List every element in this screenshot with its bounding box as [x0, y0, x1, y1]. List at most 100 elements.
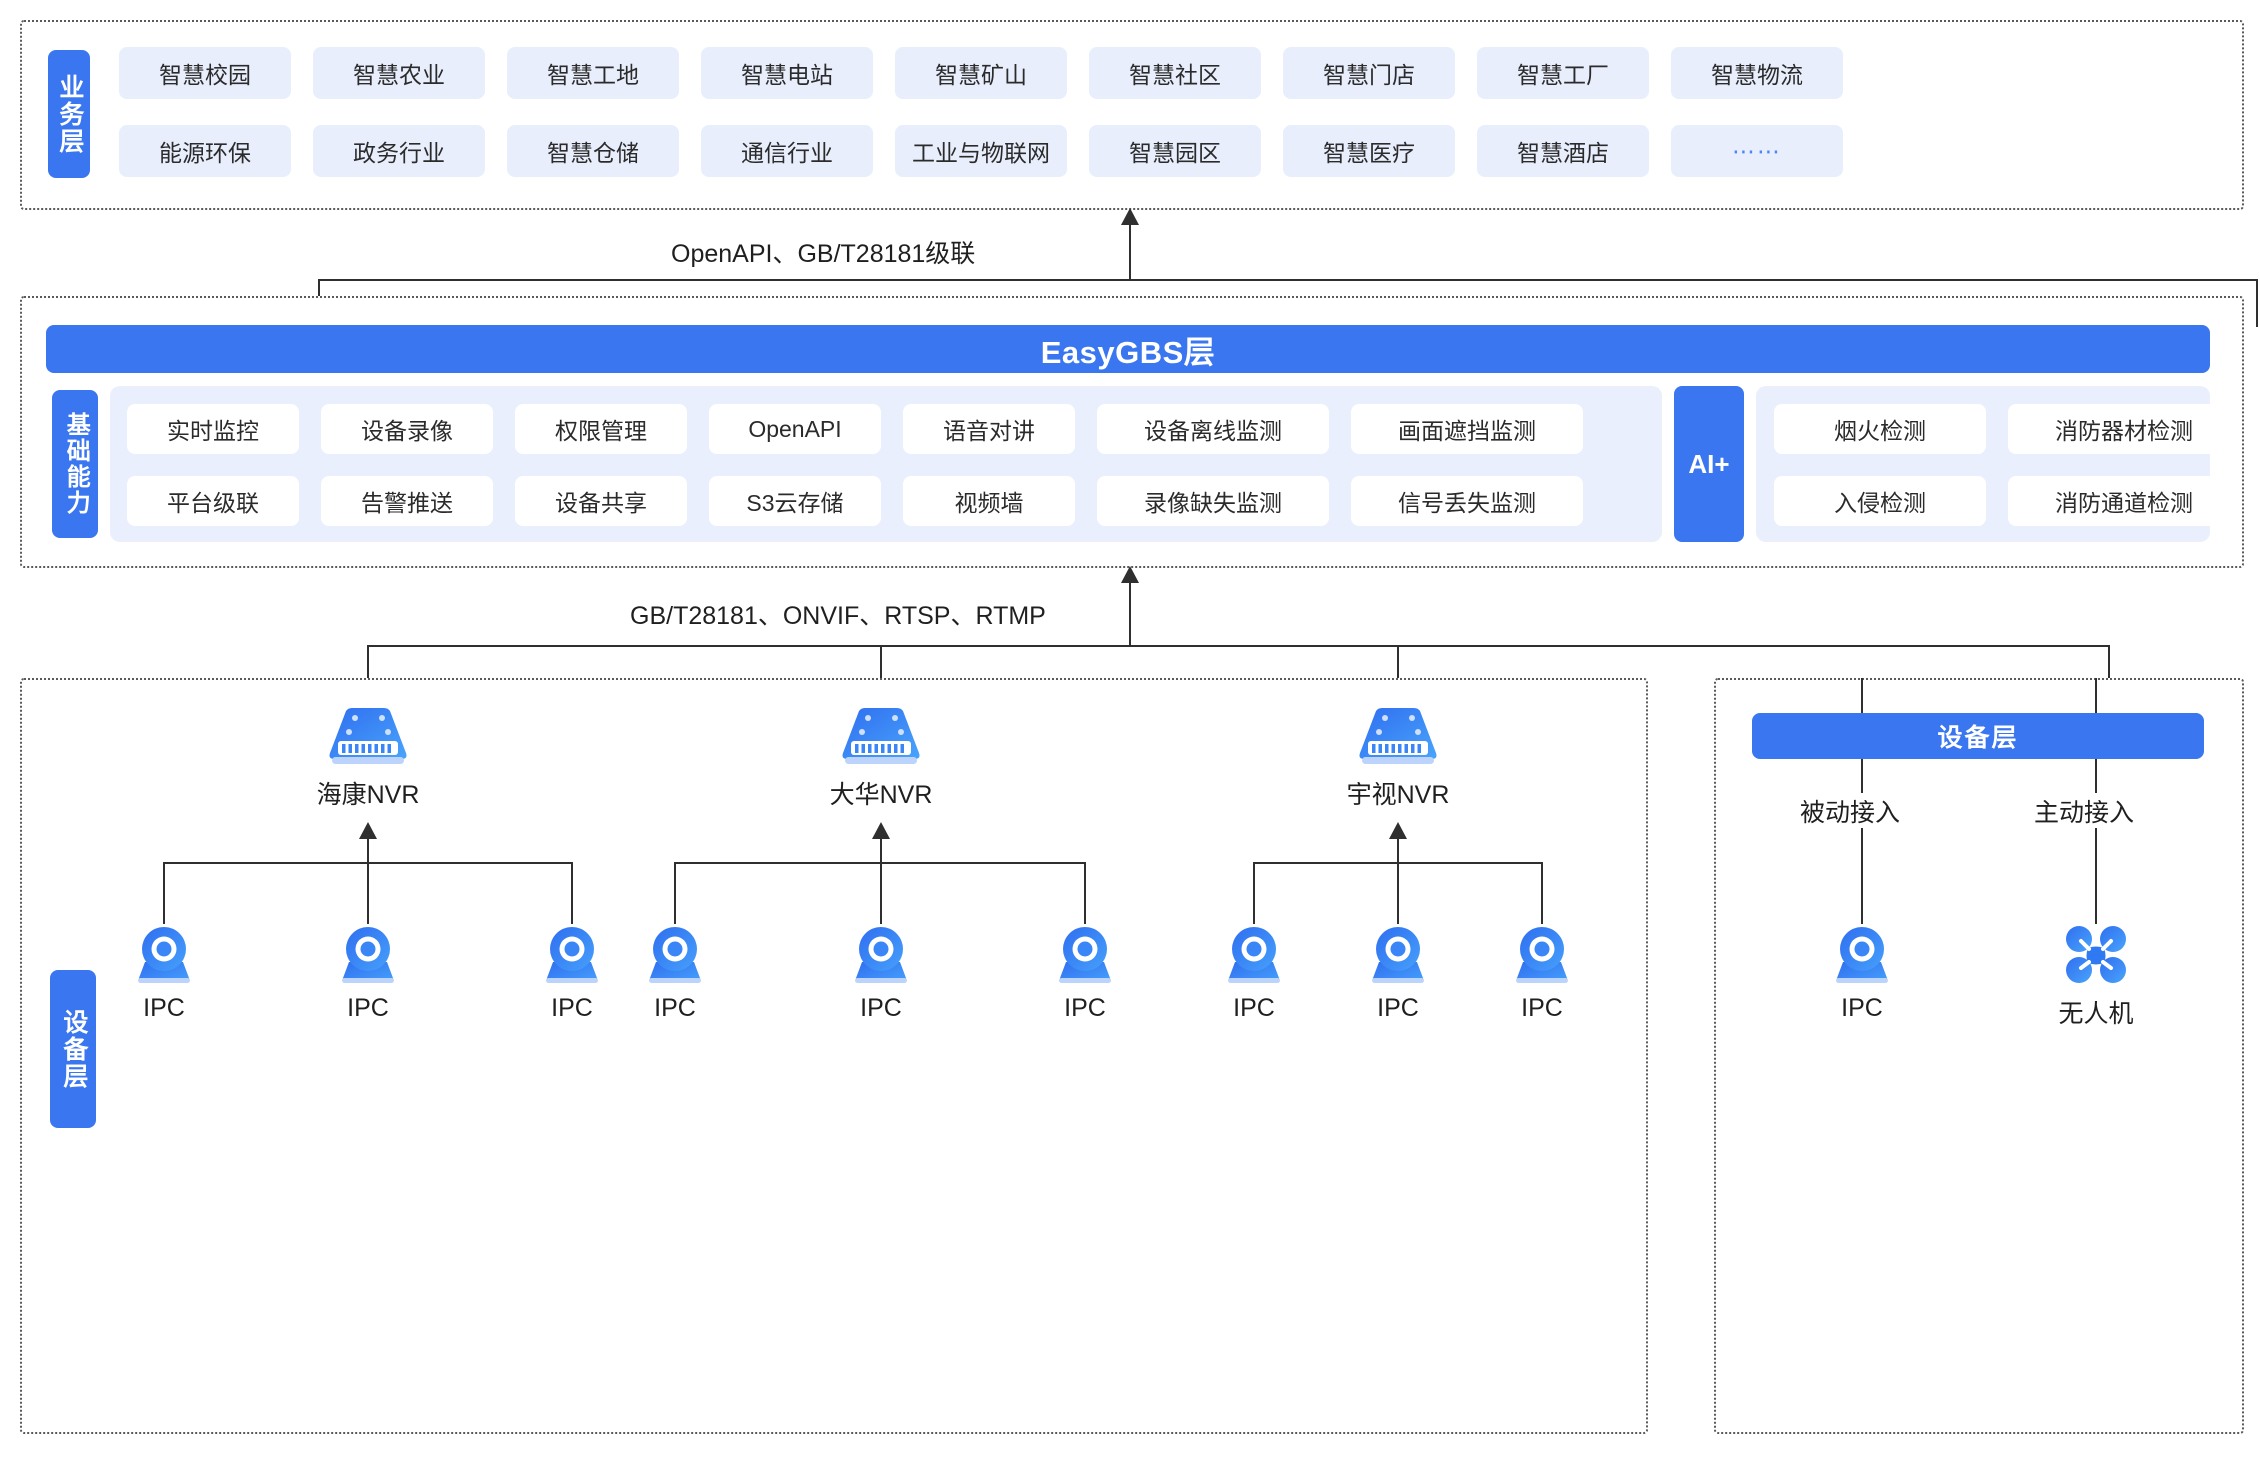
- nvr-icon: [1359, 708, 1437, 764]
- capability-grid: 实时监控 设备录像 权限管理 OpenAPI 语音对讲 设备离线监测 画面遮挡监…: [127, 404, 1583, 526]
- access-label-passive: 被动接入: [1790, 793, 1911, 829]
- device-right-drop-active: [2095, 759, 2097, 825]
- connector-bottom-bus: [367, 645, 2110, 647]
- ipc-label: IPC: [551, 994, 593, 1022]
- business-chip[interactable]: 智慧门店: [1283, 47, 1455, 99]
- nvr-hk-arrow-icon: [359, 822, 377, 839]
- business-chip[interactable]: 智慧农业: [313, 47, 485, 99]
- business-layer-side-label: 业务层: [48, 50, 90, 178]
- business-chip[interactable]: 智慧酒店: [1477, 125, 1649, 177]
- ipc-node: IPC: [1054, 924, 1116, 1023]
- connector-top-arrow-icon: [1121, 208, 1139, 225]
- capability-item[interactable]: 权限管理: [515, 404, 687, 454]
- business-chip[interactable]: 智慧仓储: [507, 125, 679, 177]
- device-layer-right-panel: [1714, 678, 2244, 1434]
- ipc-label: IPC: [143, 994, 185, 1022]
- business-chip[interactable]: 智慧医疗: [1283, 125, 1455, 177]
- camera-icon: [1059, 927, 1111, 983]
- nvr-label: 大华NVR: [829, 781, 933, 809]
- capability-item[interactable]: 实时监控: [127, 404, 299, 454]
- connector-drop-dh: [880, 645, 882, 707]
- nvr-node-dh: 大华NVR: [818, 707, 944, 811]
- nvr-icon: [842, 708, 920, 764]
- ipc-node: IPC: [337, 924, 399, 1023]
- business-row-2: 能源环保 政务行业 智慧仓储 通信行业 工业与物联网 智慧园区 智慧医疗 智慧酒…: [119, 125, 1843, 177]
- nvr-uv-arrow-icon: [1389, 822, 1407, 839]
- business-chip[interactable]: 智慧工地: [507, 47, 679, 99]
- business-chip[interactable]: 通信行业: [701, 125, 873, 177]
- platform-layer-side-label: 基础能力: [52, 390, 98, 538]
- ipc-label: IPC: [347, 994, 389, 1022]
- connector-bottom-stem-lower: [1129, 620, 1131, 646]
- business-chip-ellipsis[interactable]: ⋯⋯: [1671, 125, 1843, 177]
- camera-icon: [342, 927, 394, 983]
- ai-capability-grid: 烟火检测 消防器材检测 入侵检测 消防通道检测: [1774, 404, 2240, 526]
- capability-item[interactable]: 平台级联: [127, 476, 299, 526]
- ipc-riser: [1253, 862, 1255, 924]
- device-right-drop-passive: [1861, 759, 1863, 825]
- ai-capability-item[interactable]: 烟火检测: [1774, 404, 1986, 454]
- easygbs-title-bar: EasyGBS层: [46, 325, 2210, 373]
- ipc-node: IPC: [541, 924, 603, 1023]
- ipc-riser: [571, 862, 573, 924]
- capability-item[interactable]: 设备离线监测: [1097, 404, 1329, 454]
- ipc-riser: [880, 862, 882, 924]
- business-chip[interactable]: 能源环保: [119, 125, 291, 177]
- ipc-node-passive: IPC: [1831, 924, 1893, 1023]
- nvr-label: 宇视NVR: [1346, 781, 1450, 809]
- capability-item[interactable]: 告警推送: [321, 476, 493, 526]
- access-label-active: 主动接入: [2024, 793, 2145, 829]
- capability-item[interactable]: 录像缺失监测: [1097, 476, 1329, 526]
- nvr-uv-stem: [1397, 836, 1399, 864]
- ipc-node: IPC: [1223, 924, 1285, 1023]
- ai-capability-row-1: 烟火检测 消防器材检测: [1774, 404, 2240, 454]
- capability-item[interactable]: OpenAPI: [709, 404, 881, 454]
- device-right-drop-passive-lower: [1861, 828, 1863, 924]
- business-chip[interactable]: 智慧矿山: [895, 47, 1067, 99]
- capability-item[interactable]: 设备录像: [321, 404, 493, 454]
- connector-top-stem-lower: [1129, 262, 1131, 280]
- connector-bottom-label: GB/T28181、ONVIF、RTSP、RTMP: [618, 596, 1058, 632]
- ai-capability-item[interactable]: 消防器材检测: [2008, 404, 2240, 454]
- drone-label: 无人机: [2058, 1000, 2134, 1028]
- camera-icon: [546, 927, 598, 983]
- business-chip[interactable]: 智慧校园: [119, 47, 291, 99]
- ipc-label: IPC: [1377, 994, 1419, 1022]
- ellipsis-icon: ⋯⋯: [1732, 137, 1782, 164]
- capability-item[interactable]: S3云存储: [709, 476, 881, 526]
- device-layer-left-side-label: 设备层: [50, 970, 96, 1128]
- business-chip[interactable]: 智慧电站: [701, 47, 873, 99]
- ai-capability-item[interactable]: 消防通道检测: [2008, 476, 2240, 526]
- business-chip[interactable]: 智慧园区: [1089, 125, 1261, 177]
- business-chip[interactable]: 智慧社区: [1089, 47, 1261, 99]
- device-right-riser-passive-top: [1861, 678, 1863, 713]
- connector-bottom-stem: [1129, 580, 1131, 622]
- capability-item[interactable]: 设备共享: [515, 476, 687, 526]
- ai-capability-item[interactable]: 入侵检测: [1774, 476, 1986, 526]
- nvr-icon: [329, 708, 407, 764]
- connector-top-label: OpenAPI、GB/T28181级联: [659, 234, 988, 270]
- nvr-label: 海康NVR: [316, 781, 420, 809]
- capability-item[interactable]: 语音对讲: [903, 404, 1075, 454]
- business-chip[interactable]: 智慧物流: [1671, 47, 1843, 99]
- capability-item[interactable]: 画面遮挡监测: [1351, 404, 1583, 454]
- capability-item[interactable]: 信号丢失监测: [1351, 476, 1583, 526]
- ipc-label: IPC: [1521, 994, 1563, 1022]
- business-chip[interactable]: 政务行业: [313, 125, 485, 177]
- capability-item[interactable]: 视频墙: [903, 476, 1075, 526]
- business-chip[interactable]: 工业与物联网: [895, 125, 1067, 177]
- drone-icon: [2066, 926, 2126, 983]
- camera-icon: [855, 927, 907, 983]
- ipc-riser: [367, 862, 369, 924]
- connector-drop-hk: [367, 645, 369, 707]
- device-right-riser-active-top: [2095, 678, 2097, 713]
- business-chip[interactable]: 智慧工厂: [1477, 47, 1649, 99]
- ai-plus-side-label: AI+: [1674, 386, 1744, 542]
- camera-icon: [138, 927, 190, 983]
- camera-icon: [1516, 927, 1568, 983]
- camera-icon: [1836, 927, 1888, 983]
- connector-drop-uv: [1397, 645, 1399, 707]
- connector-top-stem: [1129, 222, 1131, 272]
- ipc-riser: [1541, 862, 1543, 924]
